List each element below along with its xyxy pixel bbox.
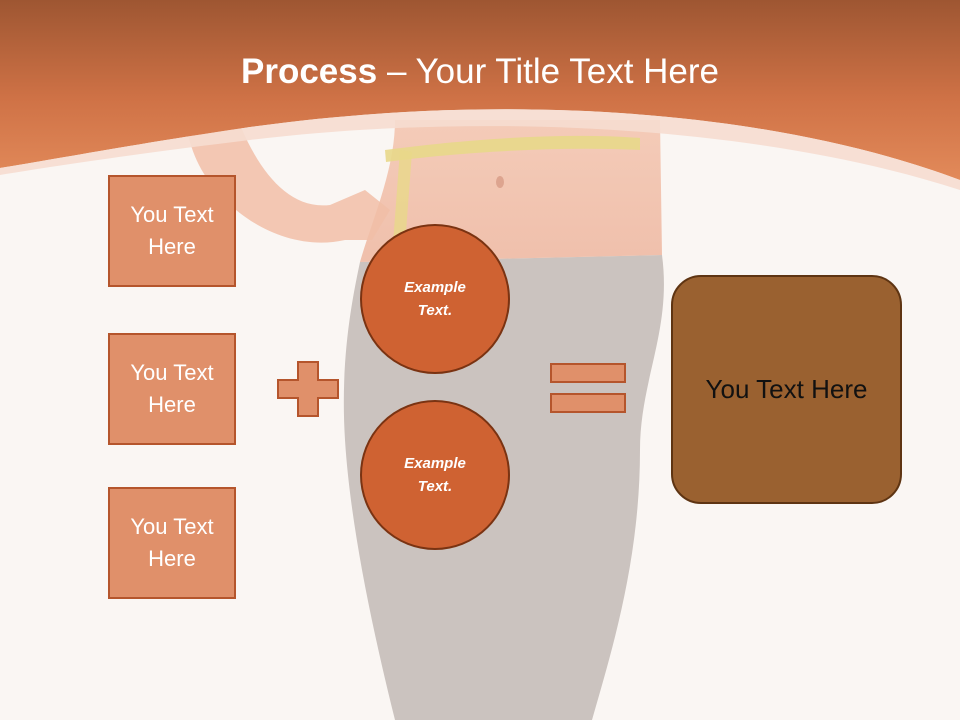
- title-bold: Process: [241, 52, 378, 91]
- circle-label: Example Text.: [404, 279, 466, 319]
- text-box-label: You Text Here: [130, 514, 214, 571]
- text-box-1[interactable]: You Text Here: [108, 175, 236, 287]
- figure-arm: [185, 120, 390, 243]
- slide-title: Process – Your Title Text Here: [0, 52, 960, 92]
- example-circle-2[interactable]: Example Text.: [360, 400, 510, 550]
- result-label: You Text Here: [705, 374, 868, 404]
- text-box-label: You Text Here: [130, 202, 214, 259]
- result-box[interactable]: You Text Here: [671, 275, 902, 504]
- header-band: [0, 0, 960, 180]
- text-box-3[interactable]: You Text Here: [108, 487, 236, 599]
- measuring-tape: [385, 135, 640, 162]
- header-swoosh: [0, 109, 960, 190]
- example-circle-1[interactable]: Example Text.: [360, 224, 510, 374]
- circle-label: Example Text.: [404, 455, 466, 495]
- equals-bar-bottom: [550, 393, 626, 413]
- equals-bar-top: [550, 363, 626, 383]
- title-rest: – Your Title Text Here: [377, 52, 719, 91]
- text-box-2[interactable]: You Text Here: [108, 333, 236, 445]
- text-box-label: You Text Here: [130, 360, 214, 417]
- plus-icon: [277, 361, 339, 417]
